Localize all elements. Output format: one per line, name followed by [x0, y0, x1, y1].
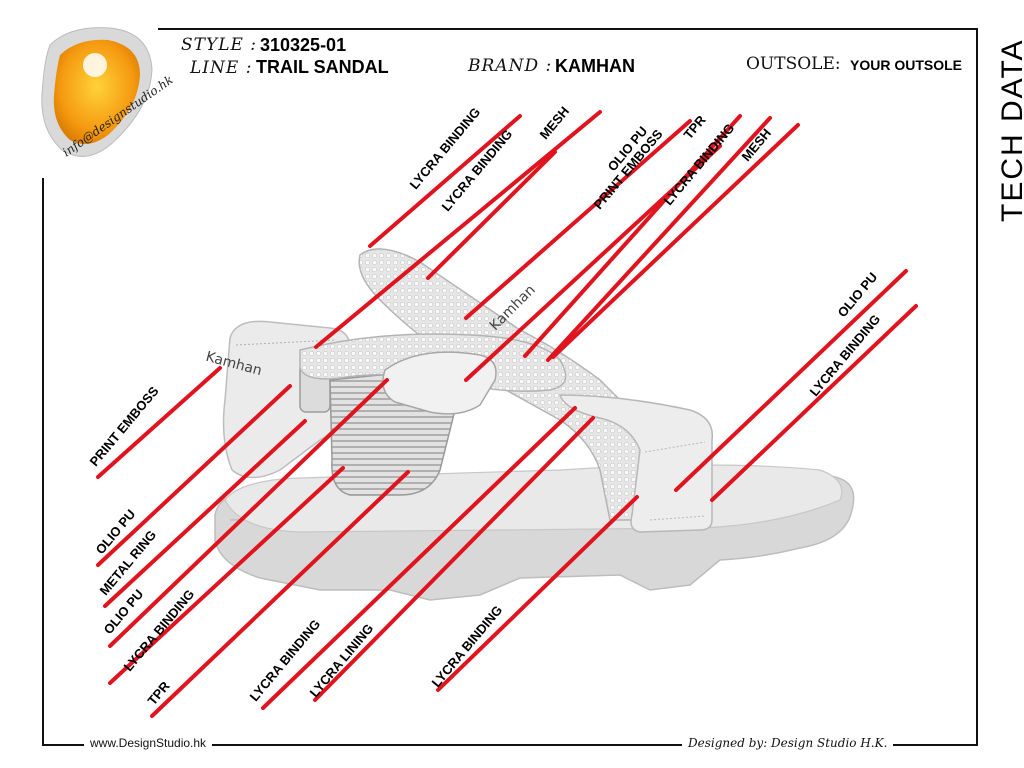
line-value: TRAIL SANDAL [256, 57, 389, 77]
outsole-label: OUTSOLE: [746, 54, 841, 74]
frame-left [42, 178, 44, 746]
frame-right [976, 28, 978, 746]
frame-bottom [42, 744, 978, 746]
outsole-value: YOUR OUTSOLE [850, 57, 963, 73]
style-value: 310325-01 [260, 35, 347, 55]
brand-value: KAMHAN [555, 56, 635, 76]
brand-label: BRAND : [468, 56, 553, 76]
toe-strap [558, 394, 714, 533]
frame-top [158, 28, 978, 30]
footer-designed-by: Designed by: Design Studio H.K. [682, 736, 894, 750]
line-label: LINE : [190, 58, 253, 78]
style-label: STYLE : [181, 35, 258, 55]
midsole [224, 464, 843, 533]
print-emboss-pad [382, 351, 497, 415]
footer-website[interactable]: www.DesignStudio.hk [84, 736, 213, 750]
callout-lines [96, 110, 918, 718]
